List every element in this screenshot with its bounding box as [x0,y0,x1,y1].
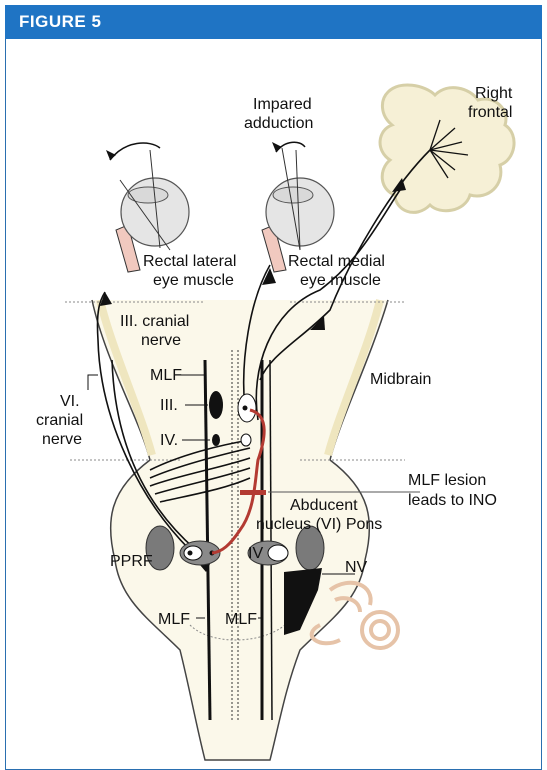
cn6-label-2: cranial [36,412,83,429]
lesion-marker [240,490,266,495]
cn4-nucleus [212,434,220,446]
rectal-lateral-label-2: eye muscle [153,272,234,289]
cn4-right-nucleus [241,434,251,446]
impaired-label-1: Impared [253,96,312,113]
mlf-left-label: MLF [158,611,190,628]
impaired-label-2: adduction [244,115,313,132]
right-frontal-label-2: frontal [468,104,512,121]
right-frontal-label-1: Right [475,85,513,102]
cn4-small-label: IV [248,545,263,562]
rectal-medial-label-1: Rectal medial [288,253,385,270]
cn3-short-label: III. [160,397,178,414]
cn6-label-1: VI. [60,393,80,410]
abducent-left-inner [184,546,202,560]
abducent-label-1: Abducent [290,497,358,514]
rectal-medial-label-2: eye muscle [300,272,381,289]
cn3-dot [243,406,248,411]
cn4-label: IV. [160,432,178,449]
abducent-label-2: nucleus (VI) Pons [256,516,382,533]
rectal-lateral-label-1: Rectal lateral [143,253,236,270]
mlf-right-label: MLF [225,611,257,628]
cn3-label-1: III. cranial [120,313,189,330]
cn6-label-3: nerve [42,431,82,448]
abducent-right-inner [268,545,288,561]
nv-label: NV [345,559,368,576]
cn3-label-2: nerve [141,332,181,349]
pprf-label: PPRF [110,553,153,570]
midbrain-label: Midbrain [370,371,431,388]
abducent-dot [188,551,193,556]
mlf-top-label: MLF [150,367,182,384]
mlf-lesion-label-2: leads to INO [408,492,497,509]
cn3-nucleus [209,391,223,419]
mlf-lesion-label-1: MLF lesion [408,472,486,489]
